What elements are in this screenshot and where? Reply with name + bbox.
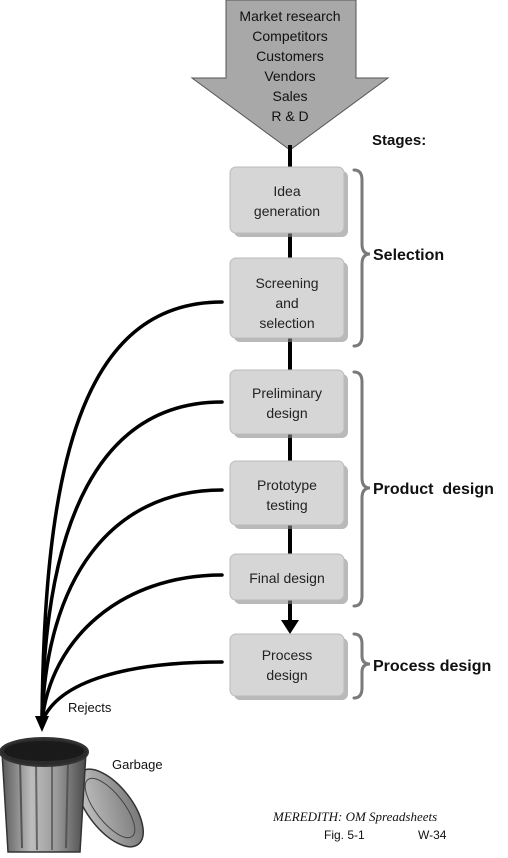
- reject-curve-prototype: [40, 488, 224, 724]
- stages-label: Stages:: [372, 132, 426, 149]
- input-sales: Sales: [272, 88, 307, 104]
- reject-curves: [40, 300, 224, 724]
- box-idea-generation-line-1: Idea: [273, 183, 300, 199]
- box-idea-generation: Idea generation: [229, 166, 348, 237]
- input-market-research: Market research: [239, 8, 340, 24]
- input-customers: Customers: [256, 48, 324, 64]
- box-process-line-2: design: [266, 667, 307, 683]
- box-final-design-line-1: Final design: [249, 570, 325, 586]
- stage-boxes: Idea generation Screening and selection …: [229, 166, 348, 700]
- group-label-selection: Selection: [373, 247, 444, 264]
- reject-curve-screening: [40, 300, 224, 724]
- group-brackets: [352, 168, 371, 700]
- reject-curve-process: [40, 660, 224, 724]
- group-label-process-design: Process design: [373, 658, 491, 675]
- box-preliminary-line-2: design: [266, 405, 307, 421]
- box-screening-selection: Screening and selection: [229, 257, 348, 342]
- garbage-label: Garbage: [112, 757, 163, 772]
- garbage-can-icon: [0, 737, 144, 853]
- input-arrow: Market research Competitors Customers Ve…: [190, 0, 390, 151]
- bracket-process-design: [352, 632, 371, 700]
- input-vendors: Vendors: [264, 68, 315, 84]
- credit-fig-number: Fig. 5-1: [324, 828, 365, 842]
- reject-curve-final: [40, 573, 224, 724]
- flow-arrowhead: [281, 620, 299, 634]
- box-prototype-line-2: testing: [266, 497, 307, 513]
- credit-code: W-34: [418, 828, 447, 842]
- box-prototype-line-1: Prototype: [257, 477, 317, 493]
- bracket-selection: [352, 168, 371, 348]
- reject-curve-preliminary: [40, 400, 224, 724]
- bracket-product-design: [352, 370, 371, 608]
- rejects-label: Rejects: [68, 700, 112, 715]
- credit-title: MEREDITH: OM Spreadsheets: [272, 809, 437, 824]
- input-competitors: Competitors: [252, 28, 327, 44]
- input-r-and-d: R & D: [271, 108, 308, 124]
- box-final-design: Final design: [229, 553, 348, 604]
- box-screening-line-1: Screening: [255, 275, 318, 291]
- box-screening-line-3: selection: [259, 315, 314, 331]
- box-idea-generation-line-2: generation: [254, 203, 320, 219]
- group-label-product-design: Product design: [373, 481, 494, 498]
- box-preliminary-design: Preliminary design: [229, 369, 348, 438]
- box-screening-line-2: and: [275, 295, 298, 311]
- box-prototype-testing: Prototype testing: [229, 460, 348, 529]
- rejects-arrowhead: [35, 716, 49, 732]
- box-process-design: Process design: [229, 633, 348, 700]
- box-preliminary-line-1: Preliminary: [252, 385, 322, 401]
- box-process-line-1: Process: [262, 647, 313, 663]
